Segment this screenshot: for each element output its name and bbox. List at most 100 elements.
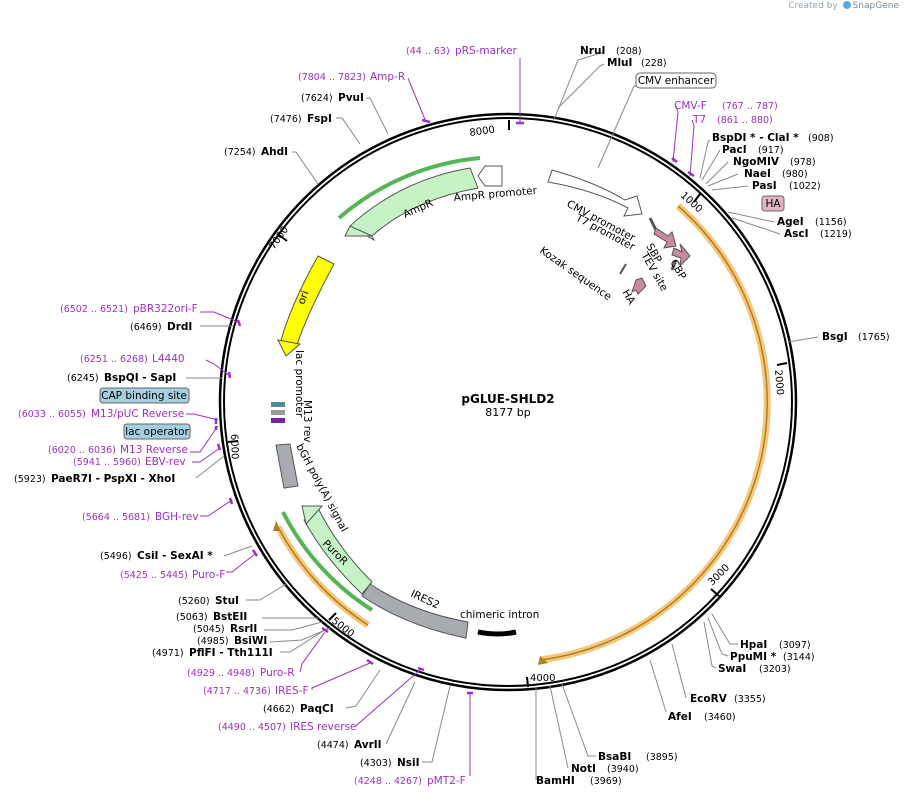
primer-iresf-pos: (4717 .. 4736) [203, 686, 271, 697]
enzyme-naei-pos: (980) [782, 169, 808, 180]
enzyme-bsabi-name: BsaBI [598, 751, 631, 763]
tick-label-6000: 6000 [228, 434, 240, 460]
primer-cmvf-name: CMV-F [674, 100, 707, 112]
enzyme-hpai-name: HpaI [740, 639, 767, 651]
enzyme-swai-pos: (3203) [759, 664, 791, 675]
primer-m13rev-pos: (6020 .. 6036) [48, 445, 116, 456]
primer-pbr322-pos: (6502 .. 6521) [60, 304, 128, 315]
enzyme-ngomiv-pos: (978) [790, 157, 816, 168]
enzyme-bsteii-name: BstEII [213, 611, 247, 623]
enzyme-rsrii-pos: (5045) [193, 624, 225, 635]
enzyme-bsgi-name: BsgI [822, 331, 848, 343]
primer-iresf-name: IRES-F [275, 685, 309, 697]
enzyme-ecorv-pos: (3355) [734, 694, 766, 705]
ha-box-label: HA [765, 198, 781, 210]
enzyme-bspqi-name: BspQI - SapI [104, 372, 176, 384]
brand-prefix: Created by [788, 1, 838, 11]
enzyme-paqci-name: PaqCI [300, 703, 334, 715]
ampr-feature [349, 167, 479, 242]
enzyme-afei-name: AfeI [668, 711, 692, 723]
m13rev-label: M13 rev [301, 400, 313, 443]
cap-box [99, 387, 190, 404]
brand-name: SnapGene [852, 1, 899, 11]
intron-feature [477, 629, 517, 637]
enzyme-bamhi-pos: (3969) [590, 776, 622, 787]
enzyme-fspi-name: FspI [307, 113, 332, 125]
tick-label-4000: 4000 [530, 673, 555, 684]
enzyme-rsrii-name: RsrII [230, 623, 257, 635]
ha-box [761, 195, 785, 212]
enzyme-stui-name: StuI [215, 595, 239, 607]
intron-label: chimeric intron [460, 609, 539, 621]
enzyme-nsii-pos: (4303) [360, 758, 392, 769]
orf-arcs [273, 156, 771, 665]
enzyme-nrui-name: NruI [580, 45, 605, 57]
ha-feature [631, 277, 647, 295]
enzyme-nsii-name: NsiI [397, 757, 420, 769]
enzyme-pvui-name: PvuI [338, 92, 364, 104]
primer-pbr322-name: pBR322ori-F [133, 303, 198, 315]
primer-leaders [186, 58, 695, 776]
sbp-feature [653, 227, 677, 249]
enzyme-hpai-pos: (3097) [779, 640, 811, 651]
primer-ebvrev-pos: (5941 .. 5960) [73, 457, 141, 468]
enzyme-naei-name: NaeI [744, 168, 771, 180]
primer-pmt2f-pos: (4248 .. 4267) [354, 776, 422, 787]
enzyme-ecorv-name: EcoRV [690, 693, 728, 705]
enzyme-pasi-pos: (1022) [789, 181, 821, 192]
primer-l4440-pos: (6251 .. 6268) [80, 354, 148, 365]
enzyme-ppumi-pos: (3144) [783, 652, 815, 663]
enzyme-mlui-pos: (228) [641, 58, 667, 69]
enzyme-agei-name: AgeI [777, 216, 804, 228]
lac-operator-box [123, 423, 191, 440]
backbone-inner [223, 117, 793, 687]
primer-bghrev-pos: (5664 .. 5681) [82, 512, 150, 523]
enzyme-swai-name: SwaI [718, 663, 746, 675]
enzyme-bspdi-name: BspDI * - ClaI * [712, 132, 799, 144]
primer-iresrev-pos: (4490 .. 4507) [218, 722, 286, 733]
primer-l4440-name: L4440 [152, 353, 185, 365]
enzyme-asci-name: AscI [784, 228, 809, 240]
enzyme-csii-name: CsiI - SexAI * [137, 550, 213, 562]
tick-marks [227, 120, 788, 688]
snapgene-brand: Created by SnapGene [788, 1, 899, 11]
enzyme-noti-name: NotI [571, 763, 596, 775]
primer-purof-pos: (5425 .. 5445) [120, 570, 188, 581]
ori-label: ori [296, 289, 312, 306]
primer-labels: (44 .. 63) pRS-marker (7804 .. 7823) Amp… [18, 45, 778, 787]
puror-feature [303, 507, 373, 595]
primer-cmvf-pos: (767 .. 787) [722, 101, 778, 112]
ori-arrowhead [277, 339, 302, 357]
enzyme-stui-pos: (5260) [178, 596, 210, 607]
enzyme-paqci-pos: (4662) [263, 704, 295, 715]
cbp-feature [671, 243, 691, 268]
plasmid-length: 8177 bp [485, 406, 530, 419]
enzyme-agei-pos: (1156) [815, 217, 847, 228]
enzyme-ppumi-name: PpuMI * [730, 651, 777, 663]
kozak-label: Kozak sequence [537, 245, 613, 303]
primer-prs-marker-pos: (44 .. 63) [406, 46, 450, 57]
enzyme-bsgi-pos: (1765) [858, 332, 890, 343]
primer-iresrev-name: IRES reverse [290, 721, 357, 733]
tev-mark [670, 259, 678, 271]
lac-operator-mark [271, 418, 285, 423]
cmv-enhancer-label: CMV enhancer [638, 75, 715, 87]
enzyme-avrii-name: AvrII [354, 739, 382, 751]
enzyme-csii-pos: (5496) [100, 551, 132, 562]
enzyme-pflfi-name: PflFI - Tth111I [189, 647, 273, 659]
enzyme-drdi-pos: (6469) [130, 322, 162, 333]
enzyme-mlui-name: MluI [607, 57, 632, 69]
ampr-promoter-feature [477, 165, 503, 187]
primer-ebvrev-name: EBV-rev [145, 456, 186, 468]
primer-m13puc-name: M13/pUC Reverse [91, 408, 184, 420]
enzyme-paer7i-pos: (5923) [14, 474, 46, 485]
enzyme-avrii-pos: (4474) [317, 740, 349, 751]
enzyme-fspi-pos: (7476) [270, 114, 302, 125]
primer-prs-marker-name: pRS-marker [455, 45, 518, 57]
tick-label-8000: 8000 [469, 125, 496, 139]
ampr-arrowhead [344, 225, 373, 237]
enzyme-labels: NruI (208) MluI (228) BspDI * - ClaI * (… [14, 45, 890, 787]
lac-operator-box-label: lac operator [125, 426, 189, 438]
cap-site-mark [271, 410, 285, 415]
